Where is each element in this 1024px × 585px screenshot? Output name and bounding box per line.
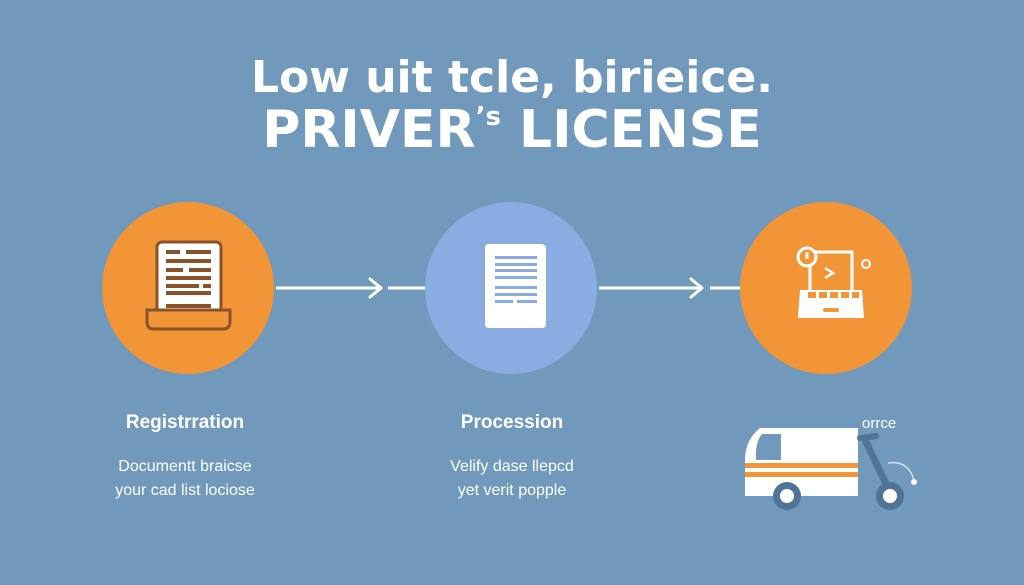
step-procession-circle xyxy=(425,202,597,374)
step-1-desc-line1: Documentt braicse xyxy=(118,458,252,475)
step-registration-circle xyxy=(102,202,274,374)
delivery-truck-icon xyxy=(745,428,917,510)
arrow-right-icon xyxy=(276,277,425,299)
step-3-circle xyxy=(740,202,912,374)
step-1-label: Registrration xyxy=(125,412,245,433)
subtitle-heading: Low uit tcle, birieice. xyxy=(251,52,773,103)
arrow-right-icon xyxy=(599,277,740,299)
step-2-desc-line1: Velify dase llepcd xyxy=(450,458,574,475)
step-2-desc-line2: yet verit popple xyxy=(457,482,567,499)
title-end: LICENSE xyxy=(500,100,762,160)
step-3-extra-label: orrce xyxy=(862,415,897,432)
document-tray-icon xyxy=(145,240,232,331)
step-2-label: Procession xyxy=(460,412,564,433)
laptop-terminal-icon xyxy=(796,246,871,318)
step-1-desc-line2: your cad list lociose xyxy=(115,482,255,499)
title-main: PRIVER xyxy=(262,100,476,160)
page-title: PRIVER’s LICENSE xyxy=(0,100,1024,160)
title-sup: ’s xyxy=(475,102,501,132)
document-icon xyxy=(485,244,546,328)
